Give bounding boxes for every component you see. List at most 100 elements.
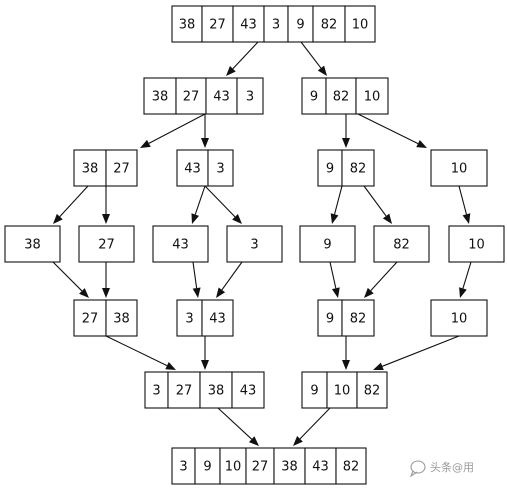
cell-value: 38 (24, 238, 41, 253)
cell-value: 27 (252, 460, 269, 475)
cell-value: 27 (176, 384, 193, 399)
arrow-head-icon (201, 138, 209, 148)
arrow-head-icon (317, 65, 327, 76)
cell-value: 27 (113, 162, 130, 177)
arrow-head-icon (232, 214, 242, 224)
cell-value: 10 (364, 90, 381, 105)
cell-value: 27 (209, 18, 226, 33)
arrow-line (370, 261, 398, 292)
array-cell (287, 5, 314, 43)
cell-value: 9 (203, 460, 211, 475)
arrow-line (105, 335, 168, 367)
cell-value: 27 (82, 312, 99, 327)
arrow-head-icon (216, 287, 226, 298)
arrow-head-icon (331, 287, 340, 298)
array-cell (301, 371, 328, 409)
array-node: 10 (430, 299, 488, 337)
array-node: 10 (430, 149, 488, 187)
array-cell (105, 299, 138, 337)
array-cell (175, 77, 207, 115)
array-node: 27 38 (73, 299, 138, 337)
cell-value: 10 (334, 384, 351, 399)
cell-value: 3 (179, 460, 187, 475)
array-cell (356, 371, 388, 409)
cell-value: 38 (152, 90, 169, 105)
arrow-line (363, 185, 387, 217)
cell-value: 43 (209, 312, 226, 327)
arrow-line (194, 185, 206, 215)
array-node: 10 (448, 225, 505, 263)
arrow-head-icon (342, 138, 350, 148)
array-cell (341, 299, 375, 337)
cell-value: 82 (333, 90, 350, 105)
arrow-head-icon (226, 65, 236, 76)
arrow-head-icon (79, 288, 89, 298)
cell-value: 82 (321, 18, 338, 33)
arrow-head-icon (364, 287, 374, 298)
array-cell (152, 225, 209, 263)
arrow-head-icon (191, 213, 200, 224)
array-cell (143, 77, 177, 115)
arrow-head-icon (192, 287, 201, 298)
array-cell (201, 5, 234, 43)
arrow-head-icon (330, 213, 339, 224)
arrow-line (334, 185, 343, 215)
cell-value: 43 (184, 162, 201, 177)
array-cell (78, 225, 135, 263)
cell-value: 38 (82, 162, 99, 177)
cell-value: 9 (310, 90, 318, 105)
array-cell (226, 225, 283, 263)
cell-value: 9 (296, 18, 304, 33)
array-cell (232, 5, 265, 43)
array-cell (373, 225, 430, 263)
array-node: 38 27 (73, 149, 138, 187)
arrow-line (299, 407, 331, 440)
cell-value: 38 (113, 312, 130, 327)
array-cell (194, 447, 221, 485)
array-cell (448, 225, 505, 263)
cell-value: 43 (240, 18, 257, 33)
array-node: 3 43 (176, 299, 234, 337)
cell-value: 10 (451, 312, 468, 327)
array-cell (201, 299, 234, 337)
array-node: 9 82 (317, 299, 375, 337)
array-cell (430, 299, 488, 337)
arrow-line (148, 113, 206, 144)
arrow-head-icon (248, 436, 259, 446)
arrow-head-icon (102, 214, 110, 224)
array-cell (105, 149, 138, 187)
cell-value: 27 (98, 238, 115, 253)
watermark-text: 头条@用 (430, 460, 474, 474)
cell-value: 82 (393, 238, 410, 253)
arrow-head-icon (382, 213, 392, 224)
arrow-head-icon (342, 360, 350, 370)
arrow-line (217, 407, 253, 440)
cell-value: 3 (246, 90, 254, 105)
array-cell (245, 447, 275, 485)
cell-value: 43 (240, 384, 257, 399)
arrow-line (462, 261, 472, 289)
array-node: 9 (299, 225, 356, 263)
arrow-line (232, 41, 259, 70)
cell-value: 9 (326, 312, 334, 327)
cell-value: 3 (185, 312, 193, 327)
cell-value: 38 (281, 460, 298, 475)
cell-value: 10 (451, 162, 468, 177)
array-cell (355, 77, 389, 115)
cell-value: 3 (216, 162, 224, 177)
array-node: 9 82 10 (301, 77, 389, 115)
cell-value: 43 (213, 90, 230, 105)
cell-value: 82 (350, 312, 367, 327)
chat-bubble-icon (409, 460, 426, 478)
cell-value: 82 (343, 460, 360, 475)
arrow-line (300, 41, 322, 69)
cell-value: 10 (225, 460, 242, 475)
